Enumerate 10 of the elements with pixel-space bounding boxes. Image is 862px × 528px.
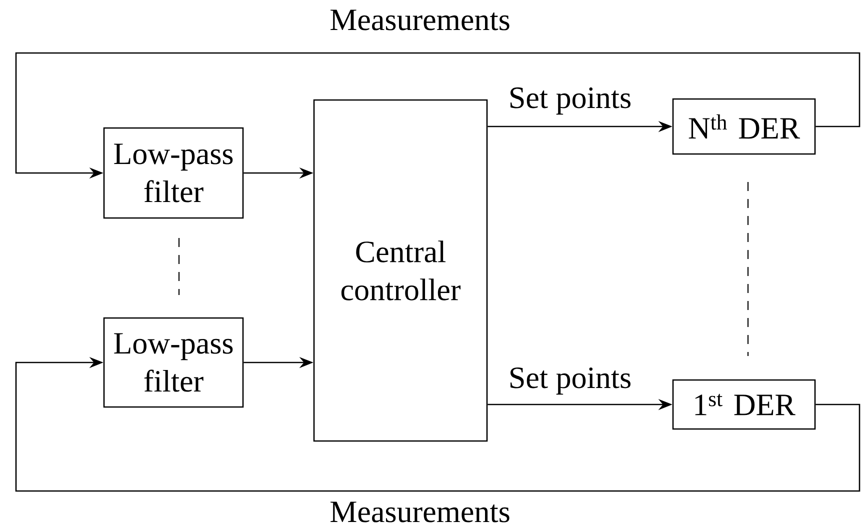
controller-box: Central controller bbox=[313, 99, 488, 442]
edge-label: Set points bbox=[507, 86, 633, 116]
arrow bbox=[15, 356, 860, 492]
filter-box: Low-pass filter bbox=[103, 317, 244, 408]
der-box: 1$^{st}$ DER bbox=[672, 379, 816, 430]
der-box: N$^{th}$ DER bbox=[672, 98, 816, 155]
edge-label: Measurements bbox=[328, 500, 512, 524]
filter-box: Low-pass filter bbox=[103, 127, 244, 219]
edge-label: Measurements bbox=[328, 8, 512, 32]
edge-label: Set points bbox=[507, 366, 633, 396]
